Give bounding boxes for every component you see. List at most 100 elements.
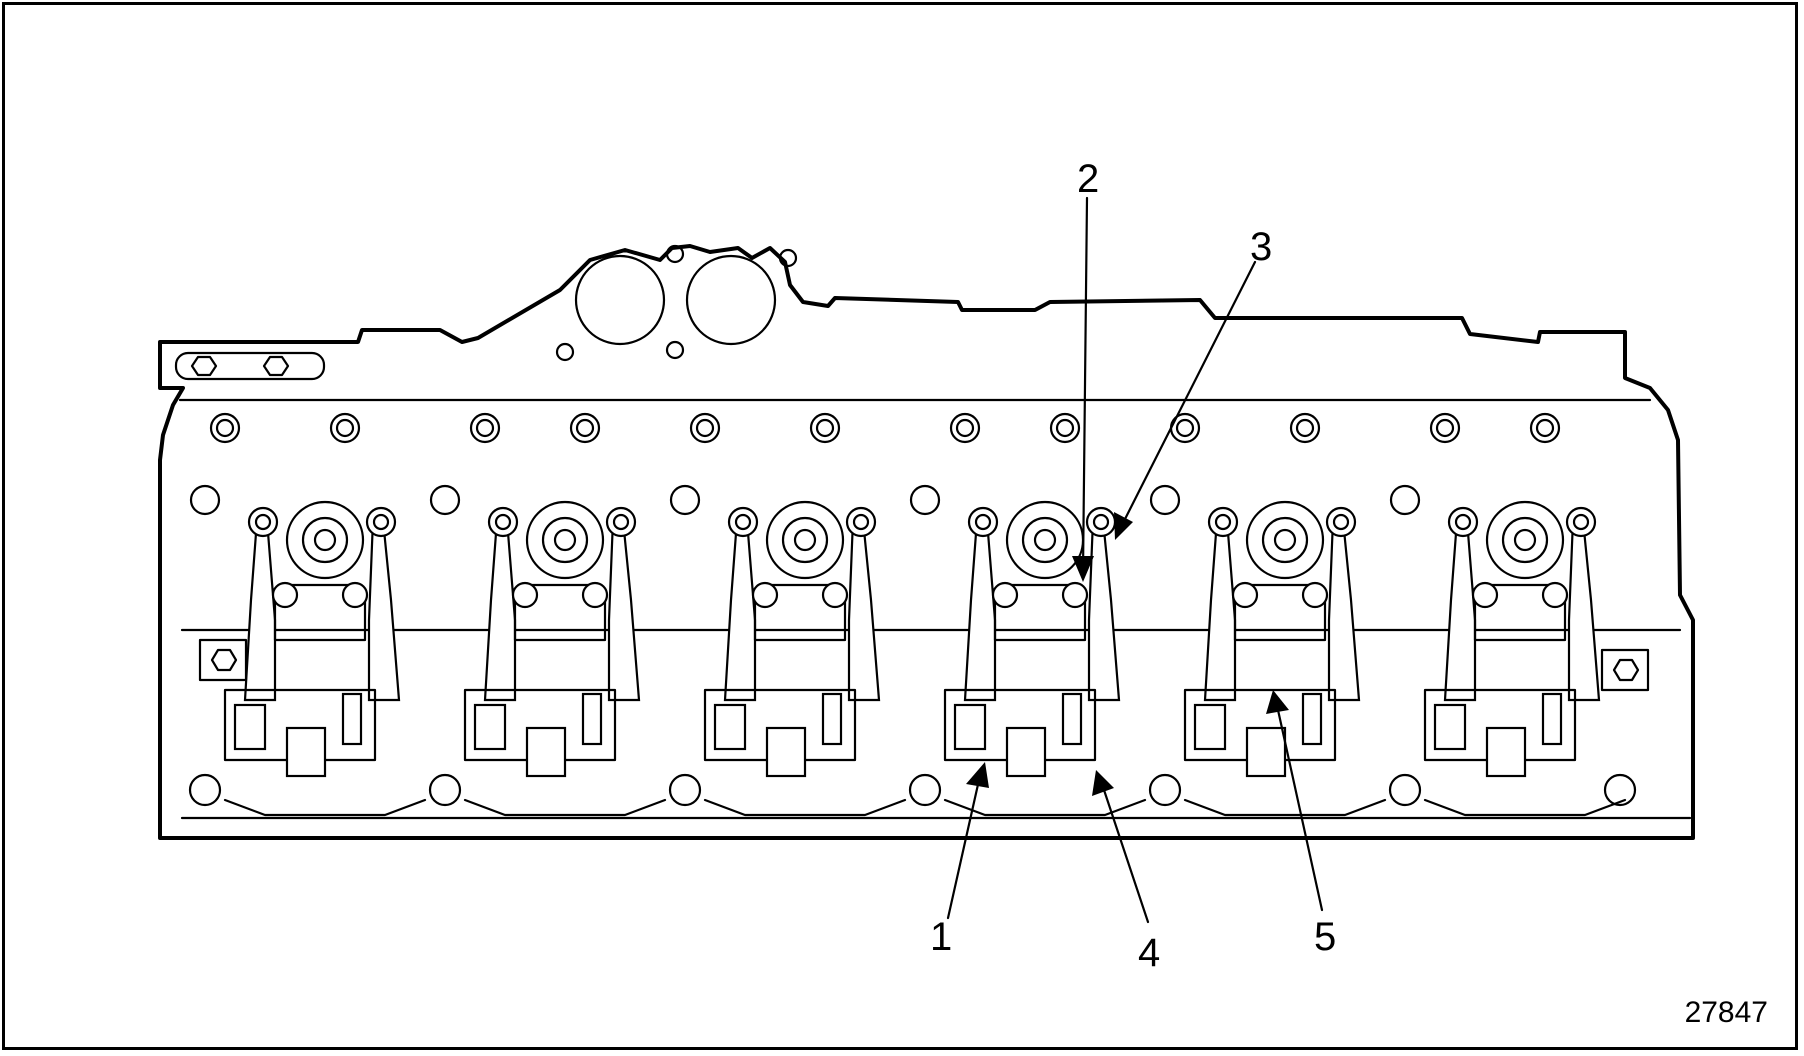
leader-line-3 (1120, 260, 1257, 527)
fuel-injector (1245, 500, 1325, 580)
rocker-pivot-inner (1332, 513, 1350, 531)
rocker-pivot-inner (974, 513, 992, 531)
rocker-pivot-inner (1454, 513, 1472, 531)
head-bolt-hole-inner (695, 418, 715, 438)
fuel-injector-body (1501, 516, 1549, 564)
fuel-injector-body (1021, 516, 1069, 564)
clamp-bolt (821, 581, 849, 609)
rocker-pivot-inner (612, 513, 630, 531)
rocker-arm-right (367, 518, 401, 702)
head-bolt-hole-inner (475, 418, 495, 438)
figure-number: 27847 (1684, 996, 1768, 1029)
head-bolt-hole-inner (955, 418, 975, 438)
valve-spring (525, 726, 567, 778)
cylinder-head-outline (158, 244, 1695, 840)
leader-line-1 (946, 778, 981, 920)
rocker-pivot-inner (852, 513, 870, 531)
rocker-arm-right (847, 518, 881, 702)
clamp-bolt (1061, 581, 1089, 609)
valve-spring (1245, 726, 1287, 778)
rocker-pivot (1565, 506, 1597, 538)
lower-bolt-boss (1388, 773, 1422, 807)
clamp-bolt (1301, 581, 1329, 609)
head-bolt-hole-inner (575, 418, 595, 438)
rocker-arm-right (1567, 518, 1601, 702)
clamp-bolt (511, 581, 539, 609)
fuel-injector-tip (1273, 528, 1297, 552)
head-bolt-hole-inner (215, 418, 235, 438)
rocker-arm-left (483, 518, 517, 702)
callout-1: 1 (930, 915, 952, 959)
head-bolt-hole (209, 412, 241, 444)
callout-3: 3 (1250, 225, 1272, 269)
lower-web-line (1183, 798, 1387, 817)
head-bolt-hole (189, 484, 221, 516)
port-circle (574, 254, 666, 346)
rocker-arm-left (963, 518, 997, 702)
fuel-injector-tip (313, 528, 337, 552)
adjuster (1301, 692, 1323, 746)
valve-spring (1005, 726, 1047, 778)
adjuster (821, 692, 843, 746)
valve-spring (285, 726, 327, 778)
head-bolt-hole (909, 484, 941, 516)
arrowhead-2 (1072, 556, 1094, 582)
lower-bolt-boss (908, 773, 942, 807)
lower-web-line (463, 798, 667, 817)
valve-bridge (1433, 703, 1467, 751)
rocker-pivot (845, 506, 877, 538)
arrowhead-1 (966, 762, 989, 788)
rocker-arm-right (1087, 518, 1121, 702)
fuel-injector-tip (1513, 528, 1537, 552)
lower-web-line (223, 798, 427, 817)
rocker-pivot (1085, 506, 1117, 538)
rocker-pivot-inner (1092, 513, 1110, 531)
callout-4: 4 (1138, 931, 1160, 975)
clamp-bolt (1541, 581, 1569, 609)
head-bolt-hole (1389, 484, 1421, 516)
head-bolt-hole-inner (1055, 418, 1075, 438)
head-bolt-hole-inner (1535, 418, 1555, 438)
small-hole (665, 340, 685, 360)
rocker-pivot (487, 506, 519, 538)
clamp-bolt (991, 581, 1019, 609)
head-bolt-hole (1149, 484, 1181, 516)
head-bolt-hole (429, 484, 461, 516)
small-hole (555, 342, 575, 362)
small-hole (778, 248, 798, 268)
lower-bolt-boss (1603, 773, 1637, 807)
deck-line (178, 398, 1692, 820)
callout-2: 2 (1077, 157, 1099, 201)
adjuster (1541, 692, 1563, 746)
rocker-arm-right (1327, 518, 1361, 702)
rocker-arm-left (1443, 518, 1477, 702)
lower-bolt-boss (668, 773, 702, 807)
head-bolt-hole (1429, 412, 1461, 444)
head-bolt-hole (689, 412, 721, 444)
clamp-bolt (751, 581, 779, 609)
valve-bridge (233, 703, 267, 751)
arrowhead-3 (1114, 512, 1133, 540)
head-bolt-hole (1289, 412, 1321, 444)
callout-5: 5 (1314, 915, 1336, 959)
bolt-head (262, 355, 290, 377)
head-bolt-hole-inner (1175, 418, 1195, 438)
adjuster (1061, 692, 1083, 746)
fuel-injector-tip (793, 528, 817, 552)
fuel-injector (1005, 500, 1085, 580)
fuel-injector-body (781, 516, 829, 564)
clamp-bolt (581, 581, 609, 609)
fuel-injector-body (541, 516, 589, 564)
end-nut-plate (198, 638, 248, 682)
head-bolt-hole-inner (1435, 418, 1455, 438)
valve-bridge (1193, 703, 1227, 751)
fuel-injector (1485, 500, 1565, 580)
rocker-pivot (247, 506, 279, 538)
rocker-pivot-inner (372, 513, 390, 531)
fuel-injector (285, 500, 365, 580)
head-bolt-hole (329, 412, 361, 444)
leader-line-5 (1276, 708, 1324, 912)
valve-bridge (713, 703, 747, 751)
head-bolt-hole (569, 412, 601, 444)
